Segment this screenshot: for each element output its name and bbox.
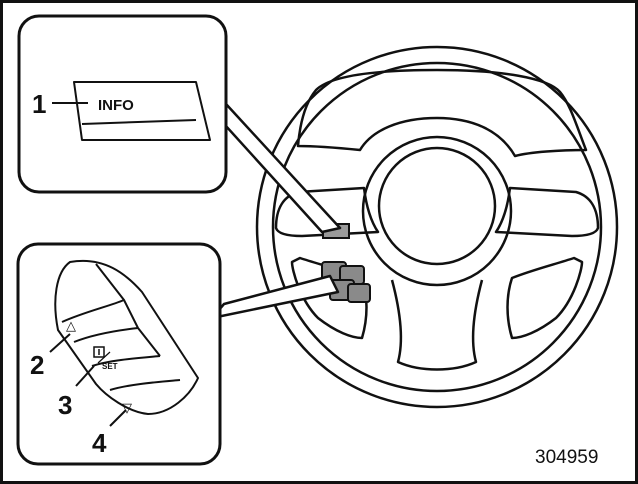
switch-panel bbox=[54, 259, 199, 415]
down-arrow-icon: ▽ bbox=[122, 401, 132, 416]
callout-3-leader bbox=[75, 365, 95, 387]
callout-4-leader bbox=[109, 409, 127, 427]
set-label: SET bbox=[102, 362, 118, 371]
switch-callout-box bbox=[16, 242, 222, 466]
callout-2-number: 2 bbox=[30, 350, 44, 380]
switch-callout-connector bbox=[210, 274, 340, 320]
steering-wheel bbox=[255, 45, 619, 409]
wheel-inner-rim bbox=[271, 61, 603, 393]
wheel-outer-rim bbox=[255, 45, 619, 409]
figure-id: 304959 bbox=[535, 447, 598, 468]
wheel-lower-right-window bbox=[506, 256, 584, 340]
callout-2-leader bbox=[49, 333, 71, 353]
info-button-label: INFO bbox=[98, 97, 134, 114]
callout-1-number: 1 bbox=[32, 89, 46, 119]
wheel-bottom-spoke bbox=[390, 279, 484, 371]
info-button bbox=[73, 81, 211, 141]
wheel-right-spoke bbox=[494, 186, 600, 238]
hub-airbag bbox=[377, 146, 497, 266]
callout-4-number: 4 bbox=[92, 428, 107, 458]
callout-3-number: 3 bbox=[58, 390, 72, 420]
info-callout-box bbox=[17, 14, 228, 194]
hub-outer bbox=[361, 135, 513, 287]
wheel-upper-window bbox=[296, 68, 588, 158]
wheel-left-spoke bbox=[274, 186, 380, 238]
up-arrow-icon: △ bbox=[66, 319, 76, 334]
info-set-icon bbox=[93, 346, 111, 364]
